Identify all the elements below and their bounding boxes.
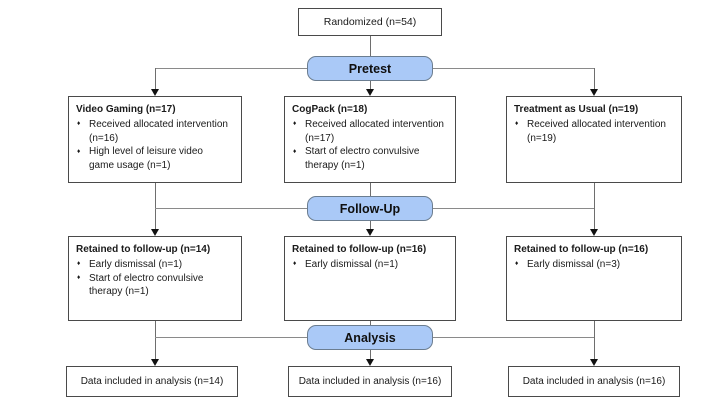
arrow-down-icon bbox=[366, 359, 374, 366]
bullet-text: Early dismissal (n=1) bbox=[305, 258, 399, 270]
followup-box-treatment-as-usual: Retained to follow-up (n=16) ♦ Early dis… bbox=[506, 236, 682, 321]
connector-line bbox=[155, 337, 307, 338]
diamond-bullet-icon: ♦ bbox=[77, 147, 81, 155]
arrow-down-icon bbox=[151, 229, 159, 236]
arrow-down-icon bbox=[151, 359, 159, 366]
bullet-text: Start of electro convulsive therapy (n=1… bbox=[89, 272, 204, 298]
connector-line bbox=[370, 36, 371, 56]
phase-pretest: Pretest bbox=[307, 56, 433, 81]
bullet-text: Early dismissal (n=1) bbox=[89, 258, 183, 270]
bullet-item: ♦ Received allocated intervention (n=17) bbox=[292, 118, 450, 146]
connector-line bbox=[155, 208, 307, 209]
bullet-text: Received allocated intervention (n=19) bbox=[527, 118, 666, 144]
diamond-bullet-icon: ♦ bbox=[293, 260, 297, 268]
bullet-text: High level of leisure video game usage (… bbox=[89, 146, 203, 172]
bullet-text: Start of electro convulsive therapy (n=1… bbox=[305, 146, 420, 172]
connector-line bbox=[155, 68, 156, 90]
bullet-item: ♦ Early dismissal (n=1) bbox=[76, 258, 236, 272]
analysis-label: Data included in analysis (n=14) bbox=[80, 376, 224, 387]
bullet-item: ♦ Received allocated intervention (n=19) bbox=[514, 118, 676, 146]
diamond-bullet-icon: ♦ bbox=[77, 260, 81, 268]
analysis-box-treatment-as-usual: Data included in analysis (n=16) bbox=[508, 366, 680, 397]
connector-line bbox=[155, 68, 307, 69]
connector-line bbox=[370, 81, 371, 90]
arrow-down-icon bbox=[590, 89, 598, 96]
bullet-item: ♦ Early dismissal (n=1) bbox=[292, 258, 450, 272]
followup-title: Retained to follow-up (n=16) bbox=[292, 244, 427, 255]
phase-followup-label: Follow-Up bbox=[339, 201, 401, 216]
arrow-down-icon bbox=[590, 359, 598, 366]
connector-line bbox=[155, 321, 156, 360]
connector-line bbox=[433, 208, 594, 209]
analysis-label: Data included in analysis (n=16) bbox=[522, 376, 666, 387]
diamond-bullet-icon: ♦ bbox=[515, 260, 519, 268]
diamond-bullet-icon: ♦ bbox=[77, 120, 81, 128]
connector-line bbox=[370, 321, 371, 325]
arrow-down-icon bbox=[590, 229, 598, 236]
randomized-label: Randomized (n=54) bbox=[323, 16, 417, 28]
followup-box-cogpack: Retained to follow-up (n=16) ♦ Early dis… bbox=[284, 236, 456, 321]
connector-line bbox=[155, 183, 156, 230]
bullet-item: ♦ Early dismissal (n=3) bbox=[514, 258, 676, 272]
allocation-title: Video Gaming (n=17) bbox=[76, 104, 176, 115]
bullet-item: ♦ Start of electro convulsive therapy (n… bbox=[76, 272, 236, 300]
connector-line bbox=[370, 183, 371, 196]
connector-line bbox=[433, 68, 594, 69]
phase-pretest-label: Pretest bbox=[348, 61, 392, 76]
analysis-box-video-gaming: Data included in analysis (n=14) bbox=[66, 366, 238, 397]
connector-line bbox=[594, 183, 595, 230]
bullet-item: ♦ Received allocated intervention (n=16) bbox=[76, 118, 236, 146]
followup-title: Retained to follow-up (n=14) bbox=[76, 244, 211, 255]
randomized-box: Randomized (n=54) bbox=[298, 8, 442, 36]
diamond-bullet-icon: ♦ bbox=[293, 120, 297, 128]
bullet-text: Early dismissal (n=3) bbox=[527, 258, 621, 270]
bullet-text: Received allocated intervention (n=17) bbox=[305, 118, 444, 144]
connector-line bbox=[433, 337, 594, 338]
followup-title: Retained to follow-up (n=16) bbox=[514, 244, 649, 255]
diamond-bullet-icon: ♦ bbox=[293, 147, 297, 155]
analysis-label: Data included in analysis (n=16) bbox=[298, 376, 442, 387]
allocation-box-cogpack: CogPack (n=18) ♦ Received allocated inte… bbox=[284, 96, 456, 183]
diamond-bullet-icon: ♦ bbox=[77, 274, 81, 282]
phase-analysis-label: Analysis bbox=[344, 330, 396, 345]
connector-line bbox=[594, 68, 595, 90]
diamond-bullet-icon: ♦ bbox=[515, 120, 519, 128]
bullet-text: Received allocated intervention (n=16) bbox=[89, 118, 228, 144]
bullet-item: ♦ High level of leisure video game usage… bbox=[76, 145, 236, 173]
bullet-item: ♦ Start of electro convulsive therapy (n… bbox=[292, 145, 450, 173]
allocation-title: CogPack (n=18) bbox=[292, 104, 368, 115]
connector-line bbox=[370, 221, 371, 230]
allocation-title: Treatment as Usual (n=19) bbox=[514, 104, 639, 115]
arrow-down-icon bbox=[366, 229, 374, 236]
phase-followup: Follow-Up bbox=[307, 196, 433, 221]
arrow-down-icon bbox=[366, 89, 374, 96]
arrow-down-icon bbox=[151, 89, 159, 96]
allocation-box-video-gaming: Video Gaming (n=17) ♦ Received allocated… bbox=[68, 96, 242, 183]
connector-line bbox=[594, 321, 595, 360]
analysis-box-cogpack: Data included in analysis (n=16) bbox=[288, 366, 452, 397]
followup-box-video-gaming: Retained to follow-up (n=14) ♦ Early dis… bbox=[68, 236, 242, 321]
allocation-box-treatment-as-usual: Treatment as Usual (n=19) ♦ Received all… bbox=[506, 96, 682, 183]
phase-analysis: Analysis bbox=[307, 325, 433, 350]
connector-line bbox=[370, 350, 371, 360]
